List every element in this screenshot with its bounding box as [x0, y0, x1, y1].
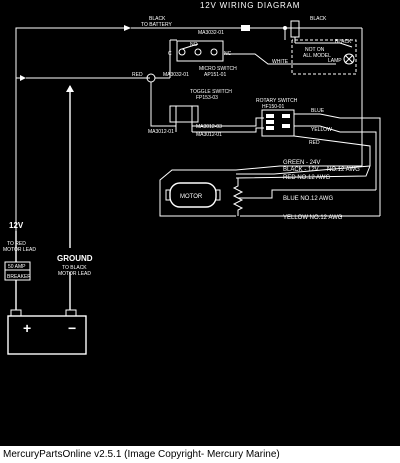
battery-minus: − — [68, 320, 76, 336]
not-on-label-1: NOT ON — [305, 47, 325, 53]
wiring-diagram: 12V WIRING DIAGRAM BLACK TO BATTERY BLAC… — [0, 0, 400, 446]
micro-part-top: MA3032-01 — [198, 30, 224, 36]
black-lamp-label: BLACK — [335, 39, 352, 45]
white-label: WHITE — [272, 59, 289, 65]
part-ma3012-left: MA3012-01 — [148, 129, 174, 135]
black-battery-label-2: TO BATTERY — [141, 22, 173, 28]
red-right-label: RED — [309, 140, 320, 146]
black-battery-label-1: BLACK — [149, 16, 166, 22]
motor-icon — [165, 182, 221, 208]
12v-label: 12V — [9, 221, 24, 230]
black-12v-label: BLACK - 12V — [283, 167, 319, 173]
diagram-title: 12V WIRING DIAGRAM — [200, 1, 300, 10]
part-ma3012-mid: MA3012-01 — [196, 132, 222, 138]
black-battery-wire — [15, 25, 363, 231]
not-on-label-2: ALL MODEL — [303, 53, 331, 59]
red-awg-label: RED NO.12 AWG — [283, 175, 330, 181]
black-top-label: BLACK — [310, 16, 327, 22]
to-red-label-2: MOTOR LEAD — [3, 247, 36, 253]
to-black-label-2: MOTOR LEAD — [58, 271, 91, 277]
red-wire — [16, 73, 171, 127]
micro-switch-label: MICRO SWITCH — [199, 66, 237, 72]
battery-leads — [4, 85, 74, 310]
toggle-switch-label: TOGGLE SWITCH — [190, 89, 232, 95]
part-ma3012-03: MA3012-03 — [196, 124, 222, 130]
rotary-switch-label: ROTARY SWITCH — [256, 98, 298, 104]
white-wire — [224, 53, 336, 65]
red-left-label: RED — [132, 72, 143, 78]
motor-label: MOTOR — [180, 194, 203, 200]
rotary-switch-part: HF150-01 — [262, 104, 284, 110]
image-caption: MercuryPartsOnline v2.5.1 (Image Copyrig… — [3, 449, 280, 460]
micro-switch — [169, 39, 224, 75]
blue-awg-label: BLUE NO.12 AWG — [283, 196, 333, 202]
green-24v-label: GREEN - 24V — [283, 160, 320, 166]
to-black-label-1: TO BLACK — [62, 265, 87, 271]
blue-right-label: BLUE — [311, 108, 325, 114]
micro-nc-label: NC — [224, 51, 232, 57]
yellow-awg-label: YELLOW NO.12 AWG — [283, 215, 343, 221]
ground-label: GROUND — [57, 254, 93, 263]
lamp-icon — [343, 53, 355, 65]
toggle-switch-part: FP153-03 — [196, 95, 218, 101]
no12-awg-label: NO.12 AWG — [327, 167, 360, 173]
battery-plus: + — [23, 320, 31, 336]
lamp-label: LAMP — [328, 58, 342, 64]
motor-leads — [159, 28, 380, 217]
rotary-switch — [261, 109, 381, 216]
yellow-right-label: YELLOW — [311, 127, 332, 133]
to-red-label-1: TO RED — [7, 241, 26, 247]
breaker-label-2: BREAKER — [7, 274, 31, 280]
lamp-assembly — [290, 20, 357, 75]
battery-icon — [7, 309, 87, 355]
micro-no-label: NO — [190, 42, 198, 48]
red-part-label: MA3032-01 — [163, 72, 189, 78]
breaker-label-1: 50 AMP — [8, 264, 26, 270]
toggle-switch — [165, 105, 264, 133]
micro-switch-part: AP151-01 — [204, 72, 226, 78]
micro-c-label: C — [168, 51, 172, 57]
